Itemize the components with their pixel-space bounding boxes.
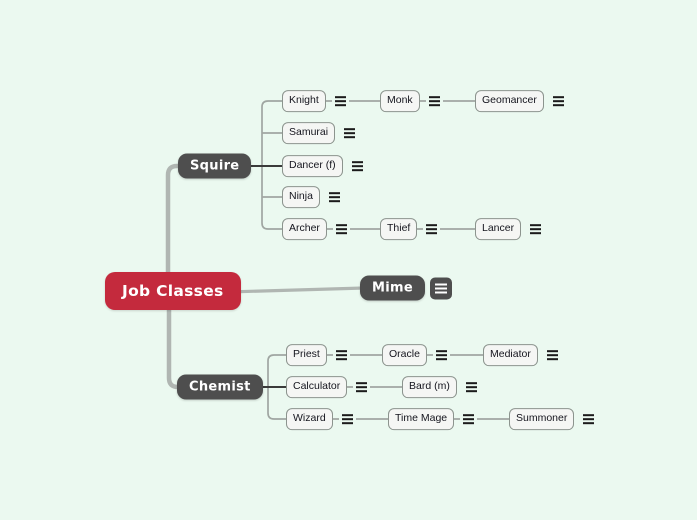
menu-icon-bars — [546, 353, 558, 356]
menu-icon-bars — [583, 417, 595, 420]
node-label[interactable]: Ninja — [282, 186, 320, 208]
node-monk[interactable]: Monk — [380, 90, 443, 112]
node-label[interactable]: Priest — [286, 344, 327, 366]
node-label[interactable]: Lancer — [475, 218, 522, 240]
node-samurai[interactable]: Samurai — [282, 122, 359, 144]
node-label[interactable]: Monk — [380, 90, 420, 112]
menu-icon[interactable] — [348, 158, 366, 173]
menu-icon[interactable] — [338, 411, 356, 426]
node-archer[interactable]: Archer — [282, 218, 350, 240]
node-label[interactable]: Thief — [380, 218, 418, 240]
menu-icon[interactable] — [332, 347, 350, 362]
menu-icon-bars — [335, 353, 347, 356]
node-label[interactable]: Dancer (f) — [282, 155, 343, 177]
menu-icon[interactable] — [429, 277, 452, 299]
node-thief[interactable]: Thief — [380, 218, 441, 240]
connector-root-squire — [165, 163, 184, 277]
menu-icon-bars — [465, 385, 477, 388]
menu-icon[interactable] — [425, 93, 443, 108]
connector-root-mime — [226, 286, 366, 294]
menu-icon[interactable] — [580, 411, 598, 426]
menu-icon[interactable] — [543, 347, 561, 362]
node-label[interactable]: Calculator — [286, 376, 348, 398]
branch-node-label[interactable]: Squire — [178, 153, 252, 179]
node-wizard[interactable]: Wizard — [286, 408, 356, 430]
node-label[interactable]: Oracle — [382, 344, 427, 366]
menu-icon-bars — [344, 131, 356, 134]
node-squire[interactable]: Squire — [178, 153, 252, 179]
node-mediator[interactable]: Mediator — [483, 344, 561, 366]
menu-icon[interactable] — [462, 379, 480, 394]
menu-icon[interactable] — [549, 93, 567, 108]
menu-icon-bars — [434, 287, 447, 289]
menu-icon[interactable] — [423, 221, 441, 236]
node-bard[interactable]: Bard (m) — [402, 376, 480, 398]
menu-icon-bars — [435, 353, 447, 356]
menu-icon-bars — [426, 227, 438, 230]
node-label[interactable]: Bard (m) — [402, 376, 457, 398]
node-oracle[interactable]: Oracle — [382, 344, 450, 366]
menu-icon-bars — [328, 195, 340, 198]
menu-icon[interactable] — [332, 221, 350, 236]
node-lancer[interactable]: Lancer — [475, 218, 545, 240]
menu-icon-bars — [530, 227, 542, 230]
node-chemist[interactable]: Chemist — [177, 374, 263, 400]
menu-icon[interactable] — [527, 221, 545, 236]
menu-icon[interactable] — [341, 125, 359, 140]
node-root[interactable]: Job Classes — [105, 272, 241, 310]
menu-icon[interactable] — [325, 189, 343, 204]
node-mime[interactable]: Mime — [360, 275, 452, 301]
menu-icon-bars — [351, 164, 363, 167]
node-label[interactable]: Wizard — [286, 408, 333, 430]
menu-icon-bars — [334, 99, 346, 102]
node-geomancer[interactable]: Geomancer — [475, 90, 567, 112]
menu-icon-bars — [335, 227, 347, 230]
node-label[interactable]: Archer — [282, 218, 327, 240]
root-node-label[interactable]: Job Classes — [105, 272, 241, 310]
menu-icon-bars — [428, 99, 440, 102]
node-ninja[interactable]: Ninja — [282, 186, 343, 208]
node-label[interactable]: Geomancer — [475, 90, 544, 112]
menu-icon-bars — [463, 417, 475, 420]
node-label[interactable]: Summoner — [509, 408, 575, 430]
menu-icon-bars — [552, 99, 564, 102]
branch-node-label[interactable]: Mime — [360, 275, 425, 301]
node-label[interactable]: Mediator — [483, 344, 538, 366]
node-timemage[interactable]: Time Mage — [388, 408, 478, 430]
node-summoner[interactable]: Summoner — [509, 408, 598, 430]
node-dancer[interactable]: Dancer (f) — [282, 155, 366, 177]
node-knight[interactable]: Knight — [282, 90, 349, 112]
node-label[interactable]: Time Mage — [388, 408, 455, 430]
menu-icon-bars — [356, 385, 368, 388]
node-label[interactable]: Samurai — [282, 122, 336, 144]
menu-icon[interactable] — [460, 411, 478, 426]
node-priest[interactable]: Priest — [286, 344, 350, 366]
menu-icon-bars — [341, 417, 353, 420]
menu-icon[interactable] — [331, 93, 349, 108]
branch-node-label[interactable]: Chemist — [177, 374, 263, 400]
menu-icon[interactable] — [432, 347, 450, 362]
node-label[interactable]: Knight — [282, 90, 326, 112]
menu-icon[interactable] — [353, 379, 371, 394]
node-calculator[interactable]: Calculator — [286, 376, 371, 398]
